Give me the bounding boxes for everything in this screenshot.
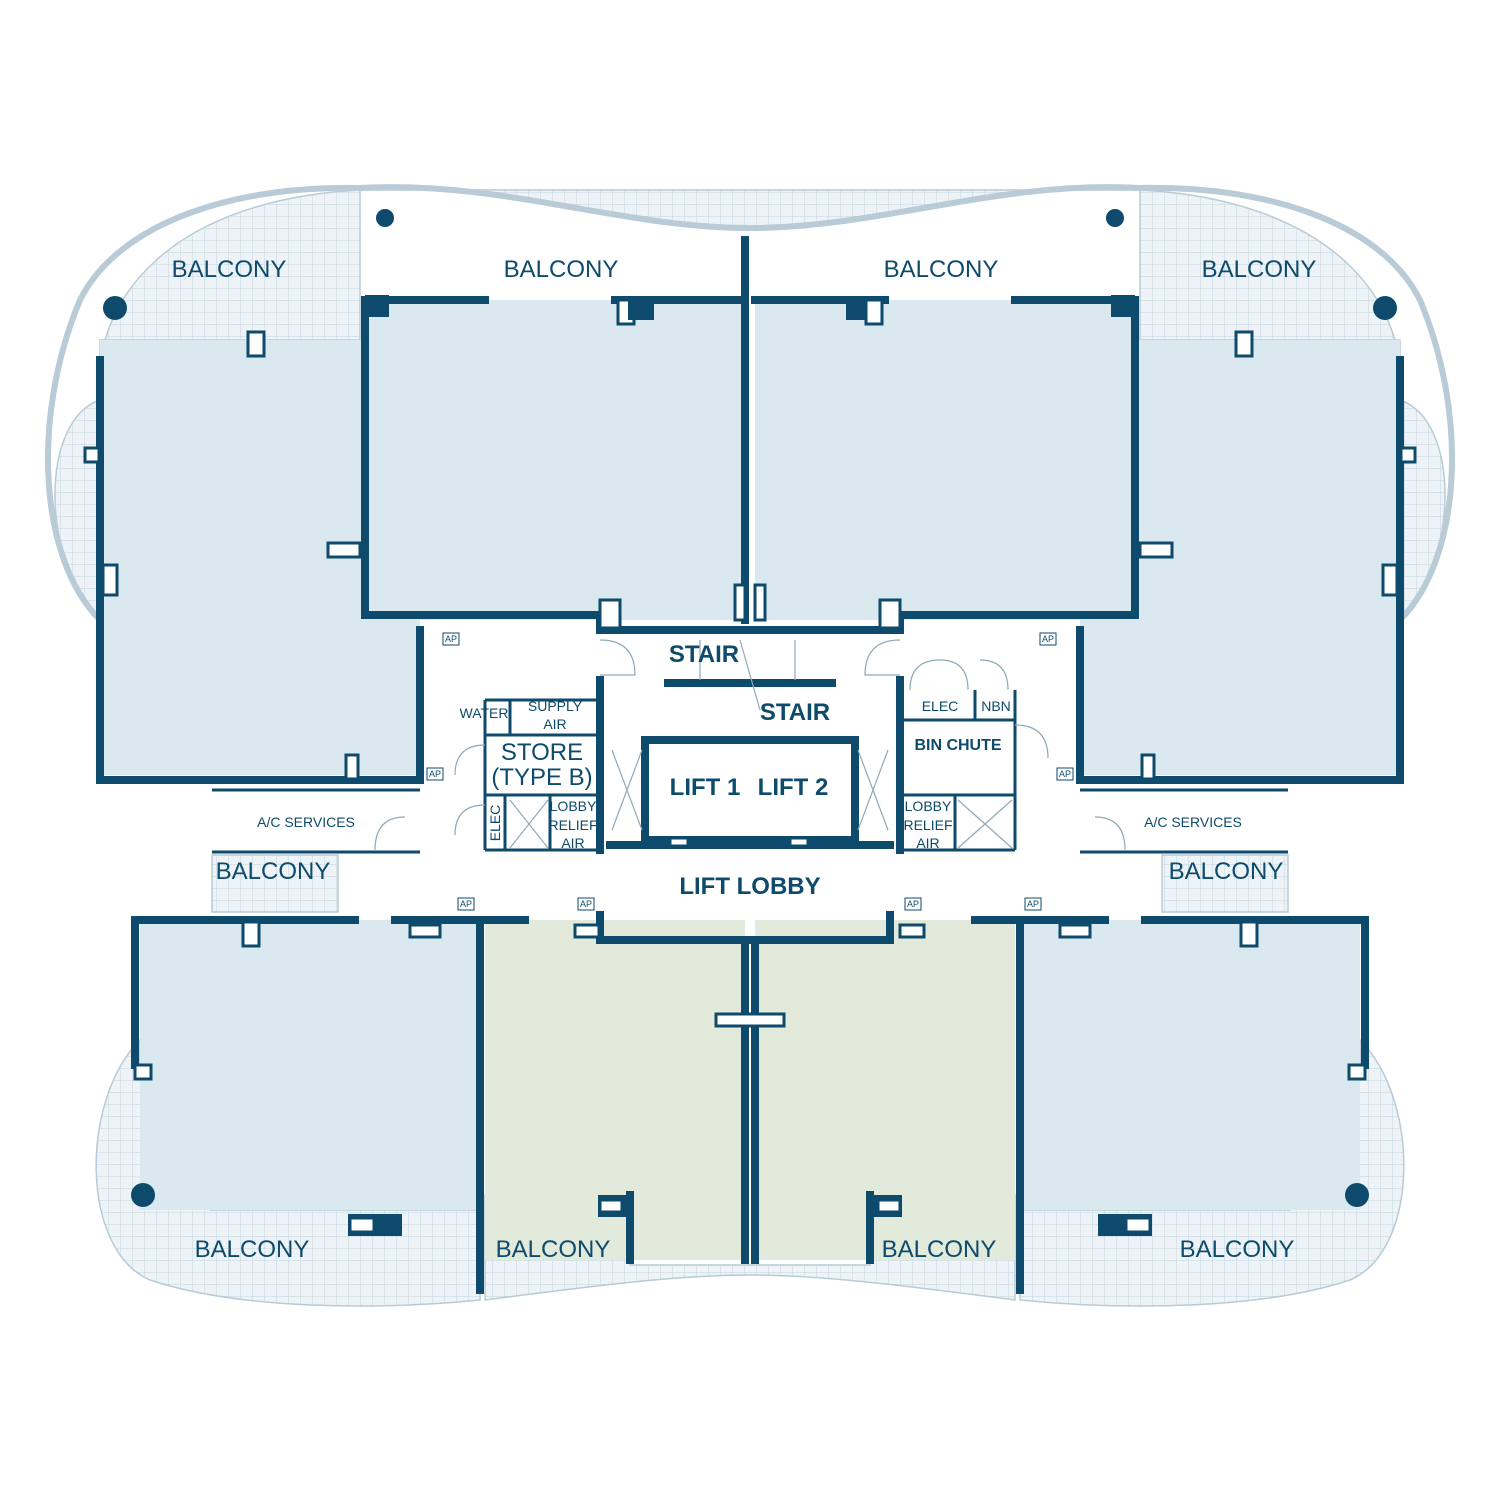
ap-label-8: AP (1027, 899, 1039, 909)
store-label-1: STORE (501, 739, 583, 766)
balcony-label-bottom-1: BALCONY (195, 1236, 310, 1263)
unit-top-mid-left (365, 300, 745, 620)
column (103, 296, 127, 320)
access-points: AP AP AP AP AP AP AP AP (426, 632, 1074, 911)
column (1373, 296, 1397, 320)
door-swings (374, 639, 1126, 851)
balcony-label-mid-right: BALCONY (1169, 858, 1284, 885)
ap-label-2: AP (429, 769, 441, 779)
balcony-label-top-2: BALCONY (504, 256, 619, 283)
bin-chute-label: BIN CHUTE (914, 737, 1001, 754)
ap-label-5: AP (460, 899, 472, 909)
water-label: WATER (460, 705, 509, 721)
lobby-relief-left-1: LOBBY (550, 798, 597, 814)
ap-label-4: AP (1059, 769, 1071, 779)
lift-1-label: LIFT 1 (670, 774, 741, 801)
nbn-label: NBN (981, 698, 1011, 714)
lobby-relief-right-3: AIR (916, 835, 939, 851)
ap-label-1: AP (445, 634, 457, 644)
walls (96, 236, 1404, 1294)
balcony-label-top-4: BALCONY (1202, 256, 1317, 283)
balcony-deck-mid-right (1161, 854, 1289, 913)
stair-label-2: STAIR (760, 699, 830, 726)
supply-air-label-2: AIR (543, 716, 566, 732)
balcony-deck-mid-left (211, 854, 339, 913)
ac-services-right-label: A/C SERVICES (1144, 814, 1242, 830)
ap-label-6: AP (580, 899, 592, 909)
unit-top-mid-right (755, 300, 1135, 620)
elec-left-label: ELEC (487, 805, 503, 842)
lift-2-label: LIFT 2 (758, 774, 829, 801)
ap-label-7: AP (907, 899, 919, 909)
ap-label-3: AP (1042, 634, 1054, 644)
column (1106, 209, 1124, 227)
column (1345, 1183, 1369, 1207)
structural-columns (83, 209, 1417, 1236)
elec-right-label: ELEC (922, 698, 959, 714)
unit-bottom-right (1020, 920, 1360, 1210)
lobby-relief-left-2: RELIEF (548, 817, 597, 833)
ac-services-left-label: A/C SERVICES (257, 814, 355, 830)
balcony-label-top-1: BALCONY (172, 256, 287, 283)
balcony-label-top-3: BALCONY (884, 256, 999, 283)
balcony-label-mid-left: BALCONY (216, 858, 331, 885)
balcony-label-bottom-4: BALCONY (1180, 1236, 1295, 1263)
lift-lobby-label: LIFT LOBBY (679, 873, 820, 900)
unit-top-right (1080, 340, 1400, 775)
balcony-label-bottom-3: BALCONY (882, 1236, 997, 1263)
balcony-deck-top-outline (45, 184, 1455, 623)
unit-bottom-left (140, 920, 480, 1210)
store-label-2: (TYPE B) (491, 764, 592, 791)
column (131, 1183, 155, 1207)
balcony-label-bottom-2: BALCONY (496, 1236, 611, 1263)
stair-label-1: STAIR (669, 641, 739, 668)
lobby-relief-right-1: LOBBY (905, 798, 952, 814)
column (376, 209, 394, 227)
lobby-relief-right-2: RELIEF (903, 817, 952, 833)
lobby-relief-left-3: AIR (561, 835, 584, 851)
supply-air-label-1: SUPPLY (528, 698, 583, 714)
